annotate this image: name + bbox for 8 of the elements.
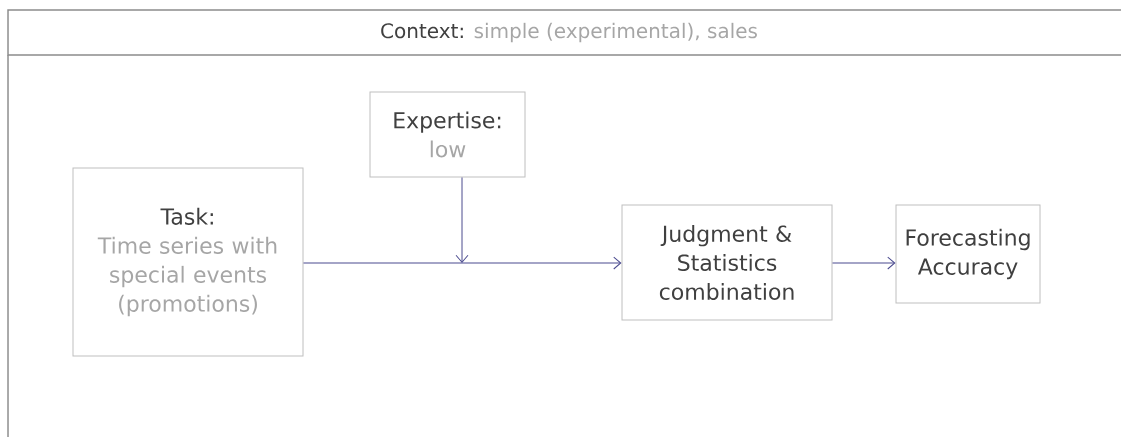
arrow (303, 256, 622, 270)
context-header-band: Context: simple (experimental), sales (7, 9, 1121, 56)
arrow (832, 256, 896, 270)
outcome-box: Forecasting Accuracy (895, 204, 1041, 304)
arrow (455, 177, 469, 263)
factor-box: Expertise: low (369, 91, 526, 178)
factor-box: Task: Time series with special events (promotions) (72, 167, 304, 357)
process-box: Judgment & Statistics combination (621, 204, 833, 321)
